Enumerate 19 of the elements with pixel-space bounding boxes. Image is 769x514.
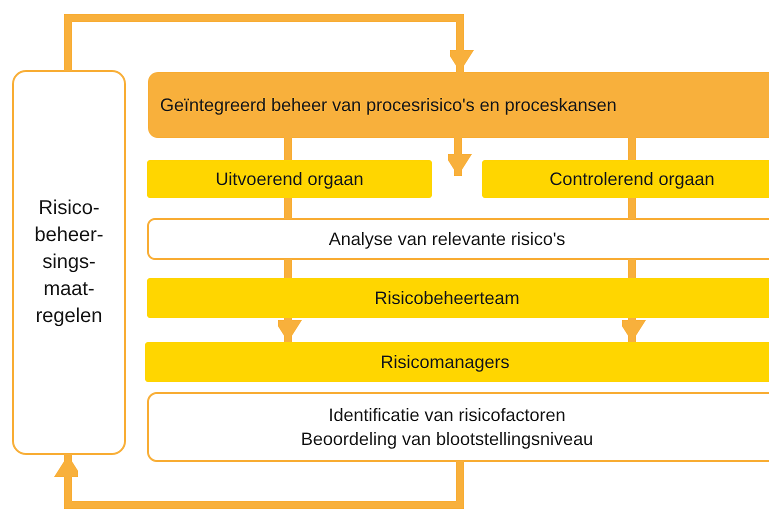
box-label: Geïntegreerd beheer van procesrisico's en proceskansen xyxy=(160,94,617,117)
arrow xyxy=(64,14,474,72)
process-box xyxy=(145,342,769,382)
process-box xyxy=(147,218,769,260)
process-box xyxy=(12,70,126,455)
box-label: Risico- beheer- sings- maat- regelen xyxy=(34,196,104,329)
arrow xyxy=(54,455,464,509)
box-label: Risicobeheerteam xyxy=(374,286,520,310)
box-label: Uitvoerend orgaan xyxy=(215,168,364,191)
box-label: Beoordeling van blootstellingsniveau xyxy=(300,428,594,451)
box-label: Identificatie van risicofactoren xyxy=(328,404,566,427)
process-box xyxy=(482,160,769,198)
process-box xyxy=(148,72,769,138)
box-label: Analyse van relevante risico's xyxy=(328,228,566,251)
process-box xyxy=(147,278,769,318)
process-box xyxy=(147,392,769,462)
box-label: Risicomanagers xyxy=(380,350,510,374)
box-label: Controlerend orgaan xyxy=(549,168,715,191)
process-box xyxy=(147,160,432,198)
